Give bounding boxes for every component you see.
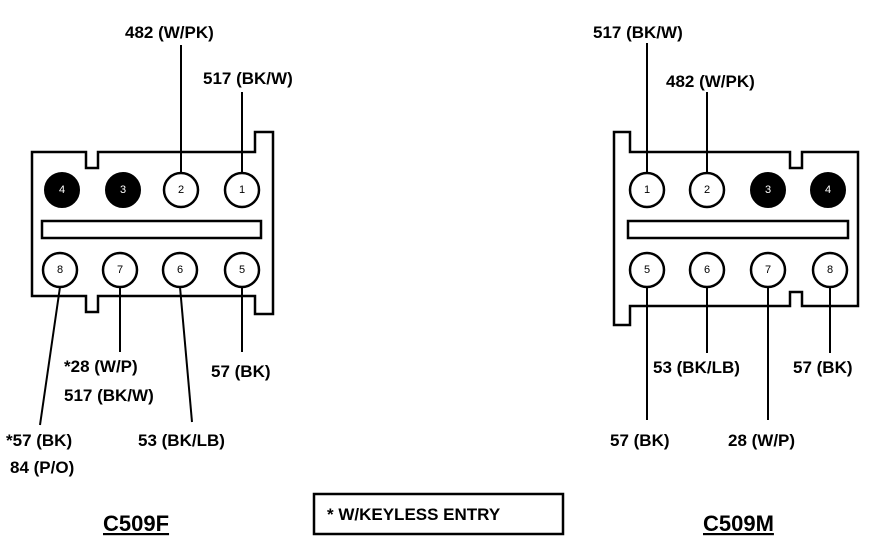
connector-c509m-key-slot	[626, 219, 850, 240]
svg-text:4: 4	[59, 184, 65, 196]
connector-c509f: 4 3 2 1 8 7 6 5	[6, 23, 293, 536]
svg-text:1: 1	[644, 184, 650, 196]
c509m-label-pin2: 482 (W/PK)	[666, 72, 755, 91]
connector-c509f-key-slot	[40, 219, 263, 240]
c509f-pin-7: 7	[101, 251, 139, 289]
c509m-label-pin1: 517 (BK/W)	[593, 23, 683, 42]
svg-text:7: 7	[117, 264, 123, 276]
svg-text:4: 4	[825, 184, 831, 196]
svg-text:1: 1	[239, 184, 245, 196]
svg-text:3: 3	[765, 184, 771, 196]
c509m-pin-7: 7	[749, 251, 787, 289]
svg-text:5: 5	[644, 264, 650, 276]
c509f-pin-2: 2	[162, 171, 200, 209]
c509f-pin-1: 1	[223, 171, 261, 209]
c509m-pin-3: 3	[750, 172, 786, 208]
c509f-label-pin7-b: 517 (BK/W)	[64, 386, 154, 405]
c509f-pin-3: 3	[105, 172, 141, 208]
svg-text:8: 8	[57, 264, 63, 276]
c509m-pin-2: 2	[688, 171, 726, 209]
c509m-label-pin8: 57 (BK)	[793, 358, 853, 377]
svg-text:5: 5	[239, 264, 245, 276]
c509f-label-pin6: 53 (BK/LB)	[138, 431, 225, 450]
c509m-pin-1: 1	[628, 171, 666, 209]
c509m-pin-5: 5	[628, 251, 666, 289]
c509f-pin-8: 8	[41, 251, 79, 289]
legend-text: * W/KEYLESS ENTRY	[327, 505, 501, 524]
c509m-label-pin6: 53 (BK/LB)	[653, 358, 740, 377]
c509f-wire-pin6	[179, 286, 193, 423]
c509f-label-pin8-b: 84 (P/O)	[10, 458, 74, 477]
c509m-label-pin5: 57 (BK)	[610, 431, 670, 450]
connector-c509m: 1 2 3 4 5 6 7 8	[593, 23, 860, 536]
c509f-label-pin5: 57 (BK)	[211, 362, 271, 381]
c509f-title: C509F	[103, 511, 169, 536]
svg-text:8: 8	[827, 264, 833, 276]
c509f-label-pin1: 517 (BK/W)	[203, 69, 293, 88]
svg-text:6: 6	[704, 264, 710, 276]
c509m-pin-8: 8	[811, 251, 849, 289]
svg-text:6: 6	[177, 264, 183, 276]
svg-text:7: 7	[765, 264, 771, 276]
svg-text:2: 2	[178, 184, 184, 196]
c509f-wire-pin8	[39, 286, 61, 426]
svg-text:3: 3	[120, 184, 126, 196]
c509f-label-pin8-a: *57 (BK)	[6, 431, 72, 450]
c509f-label-pin7-a: *28 (W/P)	[64, 357, 138, 376]
legend-box: * W/KEYLESS ENTRY	[312, 492, 565, 536]
c509m-label-pin7: 28 (W/P)	[728, 431, 795, 450]
c509m-pin-6: 6	[688, 251, 726, 289]
c509f-pin-5: 5	[223, 251, 261, 289]
c509m-pin-4: 4	[810, 172, 846, 208]
svg-text:2: 2	[704, 184, 710, 196]
c509f-label-pin2: 482 (W/PK)	[125, 23, 214, 42]
c509m-title: C509M	[703, 511, 774, 536]
c509f-pin-4: 4	[44, 172, 80, 208]
c509f-pin-6: 6	[161, 251, 199, 289]
